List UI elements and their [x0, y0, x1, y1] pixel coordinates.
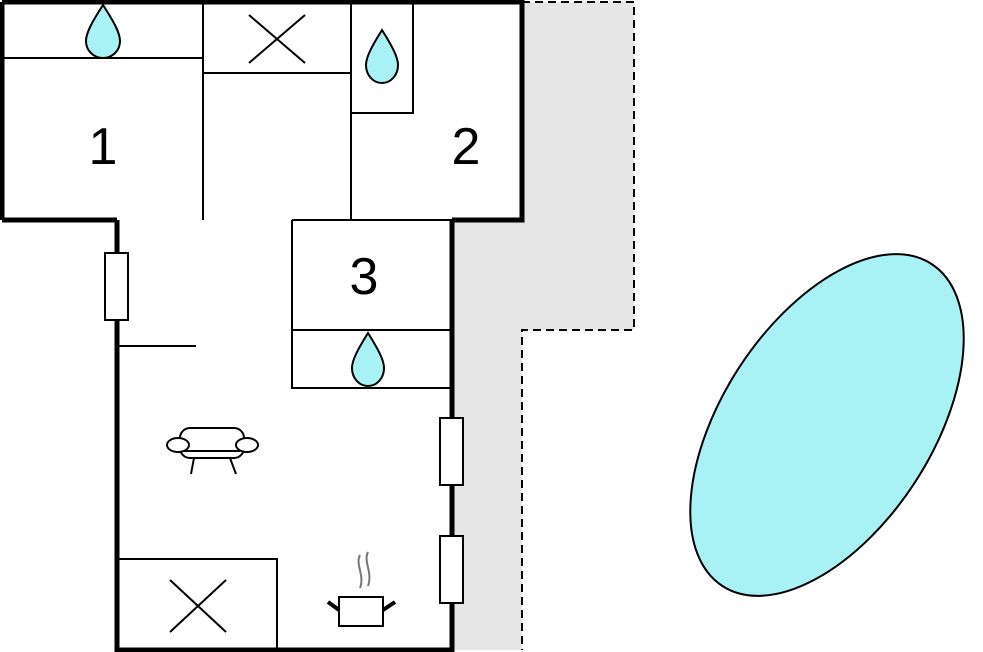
- water-drop-icon: [84, 3, 122, 60]
- window-icon: [439, 417, 464, 486]
- outer-wall-lower: [114, 220, 455, 652]
- pool: [689, 253, 965, 597]
- window-icon: [104, 252, 129, 321]
- sofa-icon: [166, 427, 259, 475]
- cooking-pot-icon: [326, 551, 397, 627]
- window-icon: [439, 535, 464, 604]
- closet-x-icon: [169, 579, 227, 633]
- water-drop-icon: [364, 28, 400, 85]
- water-drop-icon: [350, 331, 386, 388]
- outer-wall-upper: [2, 0, 525, 223]
- interior-walls: [2, 2, 452, 650]
- closet-x-icon: [248, 14, 306, 64]
- room-label-1: 1: [89, 118, 118, 176]
- room-label-2: 2: [452, 118, 481, 176]
- room-label-3: 3: [350, 248, 379, 306]
- terrace: [452, 2, 634, 650]
